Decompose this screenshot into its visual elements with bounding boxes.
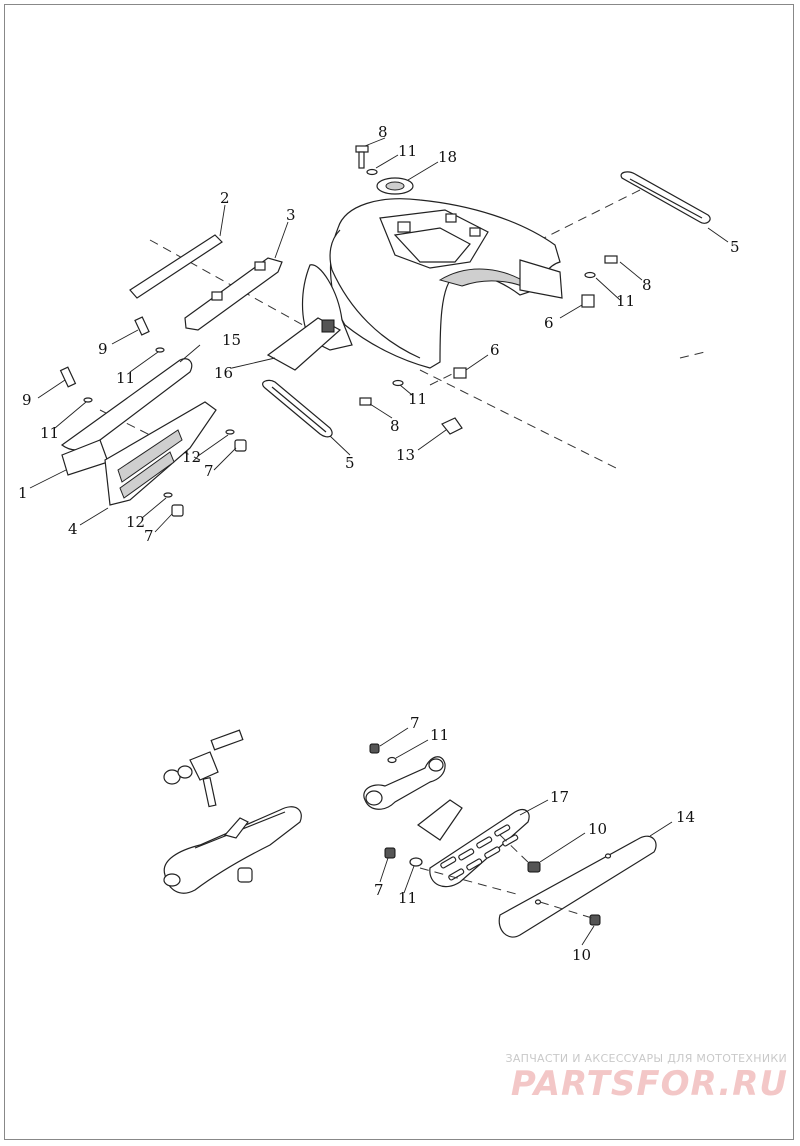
label-3: 3 <box>286 206 296 224</box>
part-11-washer-lower <box>409 857 423 867</box>
label-11-right: 11 <box>616 292 635 310</box>
label-12-a: 12 <box>182 448 201 466</box>
part-7-nut-a <box>234 439 247 452</box>
label-2: 2 <box>220 189 230 207</box>
label-13: 13 <box>396 446 415 464</box>
label-8-top: 8 <box>378 123 388 141</box>
label-8-center: 8 <box>390 417 400 435</box>
label-4: 4 <box>68 520 78 538</box>
part-14-license-plate <box>498 835 657 938</box>
part-8-bolt-right <box>604 255 618 264</box>
label-16: 16 <box>214 364 233 382</box>
label-18: 18 <box>438 148 457 166</box>
lower-swing-bracket <box>363 756 446 810</box>
watermark-logo: PARTSFOR.RU <box>510 1064 788 1104</box>
label-8-right: 8 <box>642 276 652 294</box>
part-12-washer-b <box>163 492 173 498</box>
label-11-center: 11 <box>408 390 427 408</box>
label-1: 1 <box>18 484 28 502</box>
part-18-grommet <box>376 177 414 195</box>
label-10-lower: 10 <box>572 946 591 964</box>
part-10-bolt-upper <box>527 861 541 873</box>
part-2-strip <box>129 234 223 299</box>
part-7-nut-b <box>171 504 184 517</box>
part-5-strip-lower <box>262 379 333 438</box>
part-12-washer-a <box>225 429 235 435</box>
label-9-b: 9 <box>22 391 32 409</box>
label-11-a: 11 <box>116 369 135 387</box>
label-6-center: 6 <box>490 341 500 359</box>
watermark-tagline: ЗАПЧАСТИ И АКСЕССУАРЫ ДЛЯ МОТОТЕХНИКИ <box>505 1052 787 1065</box>
label-5-right: 5 <box>730 238 740 256</box>
part-11-washer-center <box>392 379 404 387</box>
label-11-b: 11 <box>40 424 59 442</box>
part-11-washer-right <box>584 271 596 279</box>
callout-labels: 2 3 8 11 18 5 8 11 6 6 16 15 9 11 9 11 1… <box>18 123 740 964</box>
part-8-bolt-top <box>355 145 369 169</box>
lower-left-bolt-assembly <box>163 729 244 808</box>
part-6-clip-right <box>581 294 595 308</box>
assembly-dash-lines-lower <box>419 834 593 919</box>
part-4-license-bracket <box>104 401 217 506</box>
part-7-nut-lower <box>384 847 396 859</box>
part-13-clip <box>441 417 463 435</box>
label-7-lower-top: 7 <box>410 714 420 732</box>
part-3-bracket <box>184 257 283 331</box>
label-7-lower: 7 <box>374 881 384 899</box>
part-8-bolt-center <box>359 397 372 406</box>
part-11-washer-a <box>155 347 165 353</box>
label-14: 14 <box>676 808 695 826</box>
rear-fender-main <box>266 198 563 371</box>
label-11-lower: 11 <box>398 889 417 907</box>
label-5-lower: 5 <box>345 454 355 472</box>
leader-lines-top <box>29 137 729 533</box>
label-11-lower-top: 11 <box>430 726 449 744</box>
lower-left-bracket <box>163 806 302 894</box>
part-6-clip-center <box>453 367 467 379</box>
drawing-frame <box>4 4 794 1140</box>
part-7-nut-lower-top <box>369 743 380 754</box>
part-11-washer-b <box>83 397 93 403</box>
part-5-strip-right <box>620 171 711 224</box>
part-10-bolt-lower <box>589 914 601 926</box>
label-15: 15 <box>222 331 241 349</box>
label-7-a: 7 <box>204 462 214 480</box>
part-11-washer-lower-top <box>387 756 397 764</box>
leader-lines-lower <box>379 727 673 946</box>
part-9-bolts <box>59 316 150 388</box>
label-17: 17 <box>550 788 569 806</box>
part-11-washer-top <box>366 168 378 176</box>
label-9-a: 9 <box>98 340 108 358</box>
label-12-b: 12 <box>126 513 145 531</box>
part-17-plate-bracket <box>416 799 530 888</box>
label-7-b: 7 <box>144 527 154 545</box>
label-10-upper: 10 <box>588 820 607 838</box>
label-11-top: 11 <box>398 142 417 160</box>
label-6-right: 6 <box>544 314 554 332</box>
